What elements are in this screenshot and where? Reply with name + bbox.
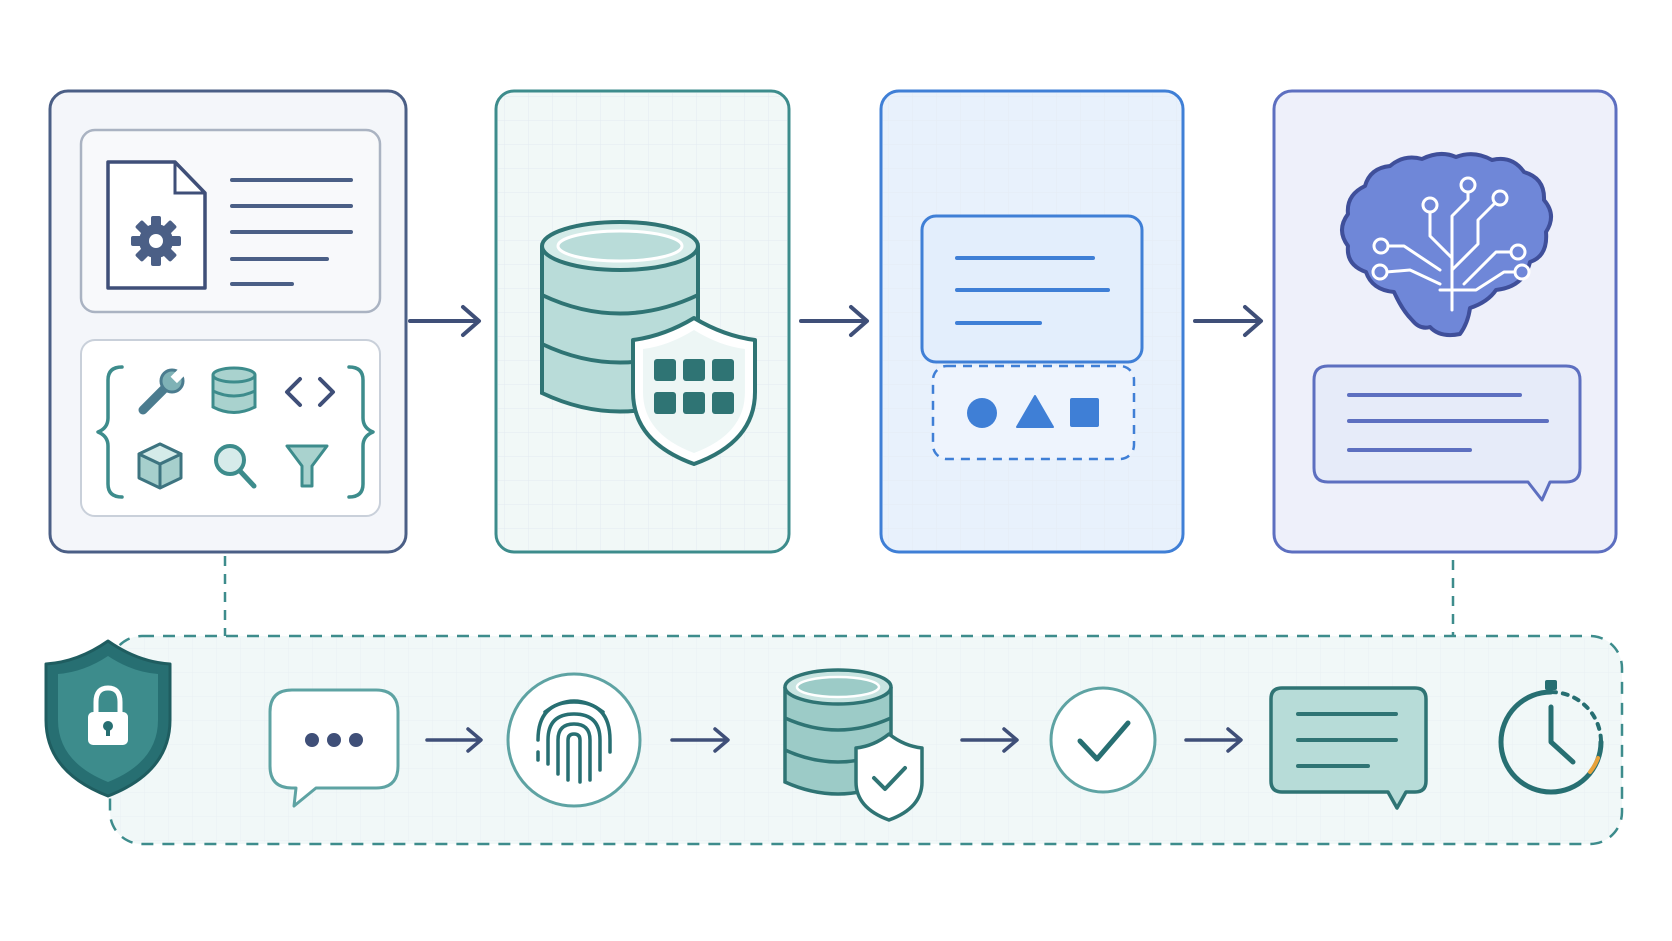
cube-icon <box>137 442 183 490</box>
checkmark-circle-icon <box>1049 686 1157 794</box>
fingerprint-icon <box>506 672 642 808</box>
text-lines-icon <box>230 178 353 286</box>
document-gear-icon <box>106 160 207 290</box>
message-lines-icon <box>1269 686 1428 810</box>
search-icon <box>214 444 257 489</box>
database-check-icon <box>783 668 924 822</box>
lock-shield-icon <box>44 639 172 798</box>
brain-circuit-icon <box>1340 152 1553 338</box>
flow-arrow <box>1184 727 1243 753</box>
flow-arrow <box>408 305 481 337</box>
text-card-icon <box>920 214 1144 364</box>
panel-secure-storage[interactable] <box>494 89 791 554</box>
wrench-icon <box>138 368 185 415</box>
curly-braces-icon <box>96 365 375 499</box>
triangle-shape-icon <box>1016 395 1054 428</box>
panel-structuring[interactable] <box>879 89 1185 554</box>
circle-shape-icon <box>967 398 997 428</box>
panel-sources[interactable] <box>48 89 408 554</box>
database-icon <box>211 366 257 414</box>
filter-icon <box>285 444 329 488</box>
flow-arrow <box>1193 305 1263 337</box>
flow-arrow <box>799 305 869 337</box>
stopwatch-icon <box>1498 680 1604 795</box>
chat-dots-icon <box>268 688 400 808</box>
flow-arrow <box>425 727 483 753</box>
shield-grid-icon <box>631 316 757 466</box>
flow-arrow <box>670 727 730 753</box>
panel-ai-output[interactable] <box>1272 89 1618 554</box>
speech-bubble-icon <box>1312 364 1582 502</box>
square-shape-icon <box>1070 398 1099 427</box>
database-icon <box>540 220 700 414</box>
connector-line <box>223 556 1455 636</box>
code-brackets-icon <box>285 377 335 407</box>
flow-arrow <box>960 727 1019 753</box>
